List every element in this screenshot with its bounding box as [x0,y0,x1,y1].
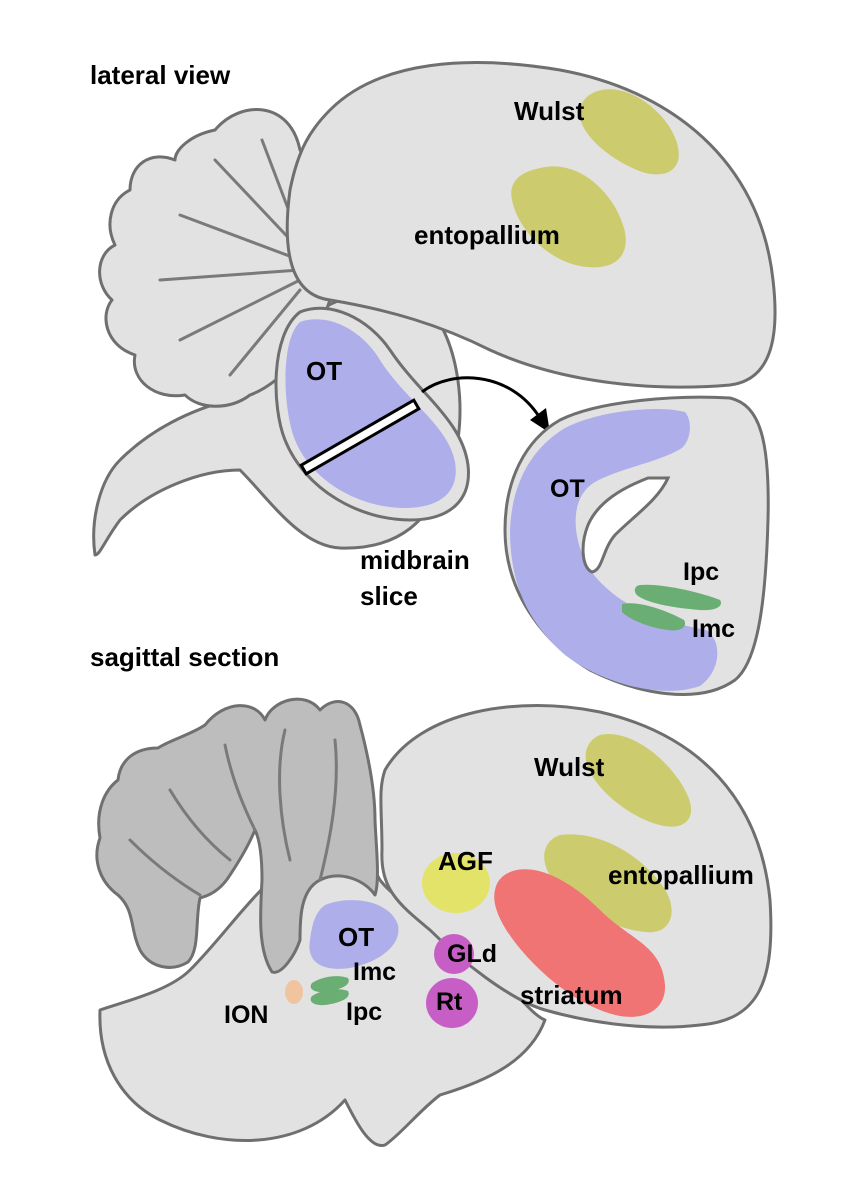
slice-caption-line1: midbrain [360,545,470,575]
sagittal-ot-label: OT [338,922,374,952]
sagittal-entopallium-label: entopallium [608,860,754,890]
sagittal-imc-region [310,976,349,993]
slice-arrow [421,376,542,419]
sagittal-wulst-label: Wulst [534,752,605,782]
sagittal-ion-label: ION [224,1001,268,1029]
slice-marker [299,398,421,476]
lateral-ot-label: OT [306,356,342,386]
sagittal-agf-label: AGF [438,846,493,876]
lateral-entopallium-region [511,166,626,268]
sagittal-agf-region [422,853,490,913]
sagittal-section: sagittal section Wulst entopallium AGF O… [90,642,773,1147]
sagittal-ipc-region [310,989,349,1006]
sagittal-rt-region [426,978,478,1028]
sagittal-ipc-label: Ipc [346,998,382,1026]
lateral-view-title: lateral view [90,60,231,90]
sagittal-imc-label: Imc [353,958,396,986]
slice-ventricle [581,476,671,574]
sagittal-wulst-region [585,734,692,827]
sagittal-gld-label: GLd [447,940,497,968]
sagittal-ion-region [285,980,303,1004]
slice-imc-label: Imc [692,615,735,643]
sagittal-cerebellum-folds [128,728,338,897]
sagittal-optic-tectum [309,900,399,969]
arrowhead-icon [530,408,550,433]
slice-imc-region [622,603,686,631]
sagittal-rt-label: Rt [436,988,463,1016]
slice-caption-line2: slice [360,581,418,611]
sagittal-gld-region [434,934,474,974]
sagittal-cerebellum [95,697,379,974]
midbrain-slice: OT Ipc Imc midbrain slice [360,395,770,696]
sagittal-striatum-label: striatum [520,980,623,1010]
slice-ot-label: OT [550,475,585,503]
lateral-wulst-label: Wulst [514,96,585,126]
sagittal-section-title: sagittal section [90,642,279,672]
lateral-view: lateral view Wulst entopallium OT [90,60,777,557]
lateral-wulst-region [579,89,679,175]
slice-ipc-label: Ipc [683,558,719,586]
sagittal-striatum-region [494,869,666,1017]
sagittal-entopallium-region [544,834,672,933]
slice-ipc-region [634,584,722,611]
lateral-entopallium-label: entopallium [414,220,560,250]
